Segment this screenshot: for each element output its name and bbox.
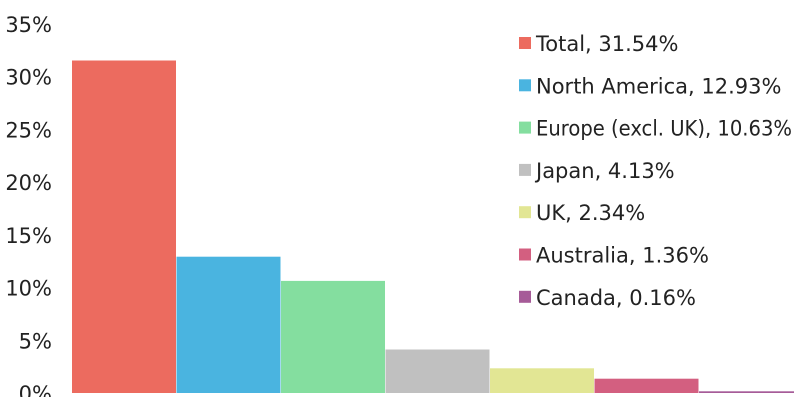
- legend-label: Canada, 0.16%: [536, 286, 696, 310]
- y-tick-label: 15%: [5, 224, 52, 248]
- bar: [594, 378, 699, 393]
- legend-label: Japan, 4.13%: [534, 159, 675, 183]
- legend-label: Australia, 1.36%: [536, 244, 709, 268]
- legend-swatch: [519, 37, 531, 49]
- y-tick-label: 0%: [19, 382, 52, 397]
- bar: [699, 391, 794, 393]
- legend-item: Total, 31.54%: [519, 32, 678, 56]
- y-tick-label: 20%: [5, 171, 52, 195]
- bar: [72, 60, 176, 393]
- bar: [490, 368, 594, 393]
- legend-item: Japan, 4.13%: [519, 159, 675, 183]
- legend-swatch: [519, 121, 531, 134]
- legend-label: North America, 12.93%: [536, 74, 781, 98]
- legend-swatch: [519, 206, 531, 219]
- bar: [385, 349, 490, 393]
- legend-item: North America, 12.93%: [519, 74, 781, 98]
- legend-item: UK, 2.34%: [519, 201, 645, 225]
- y-tick-label: 5%: [19, 329, 52, 353]
- y-tick-label: 25%: [5, 118, 52, 142]
- legend-item: Canada, 0.16%: [519, 286, 696, 310]
- legend-swatch: [519, 79, 531, 92]
- legend: Total, 31.54% North America, 12.93% Europe…: [519, 32, 792, 310]
- bar: [281, 280, 385, 393]
- legend-label: Europe (excl. UK), 10.63%: [536, 117, 792, 141]
- bar: [176, 256, 281, 393]
- legend-swatch: [519, 248, 531, 261]
- legend-label: Total, 31.54%: [535, 32, 678, 56]
- y-tick-label: 30%: [5, 66, 52, 90]
- y-axis: 0% 5% 10% 15% 20% 25% 30% 35%: [5, 13, 52, 397]
- y-tick-label: 35%: [5, 13, 52, 37]
- y-tick-label: 10%: [5, 277, 52, 301]
- legend-swatch: [519, 163, 531, 176]
- legend-item: Australia, 1.36%: [519, 244, 709, 268]
- legend-item: Europe (excl. UK), 10.63%: [519, 117, 792, 141]
- legend-swatch: [519, 290, 531, 303]
- bars: [72, 60, 794, 393]
- legend-label: UK, 2.34%: [536, 201, 645, 225]
